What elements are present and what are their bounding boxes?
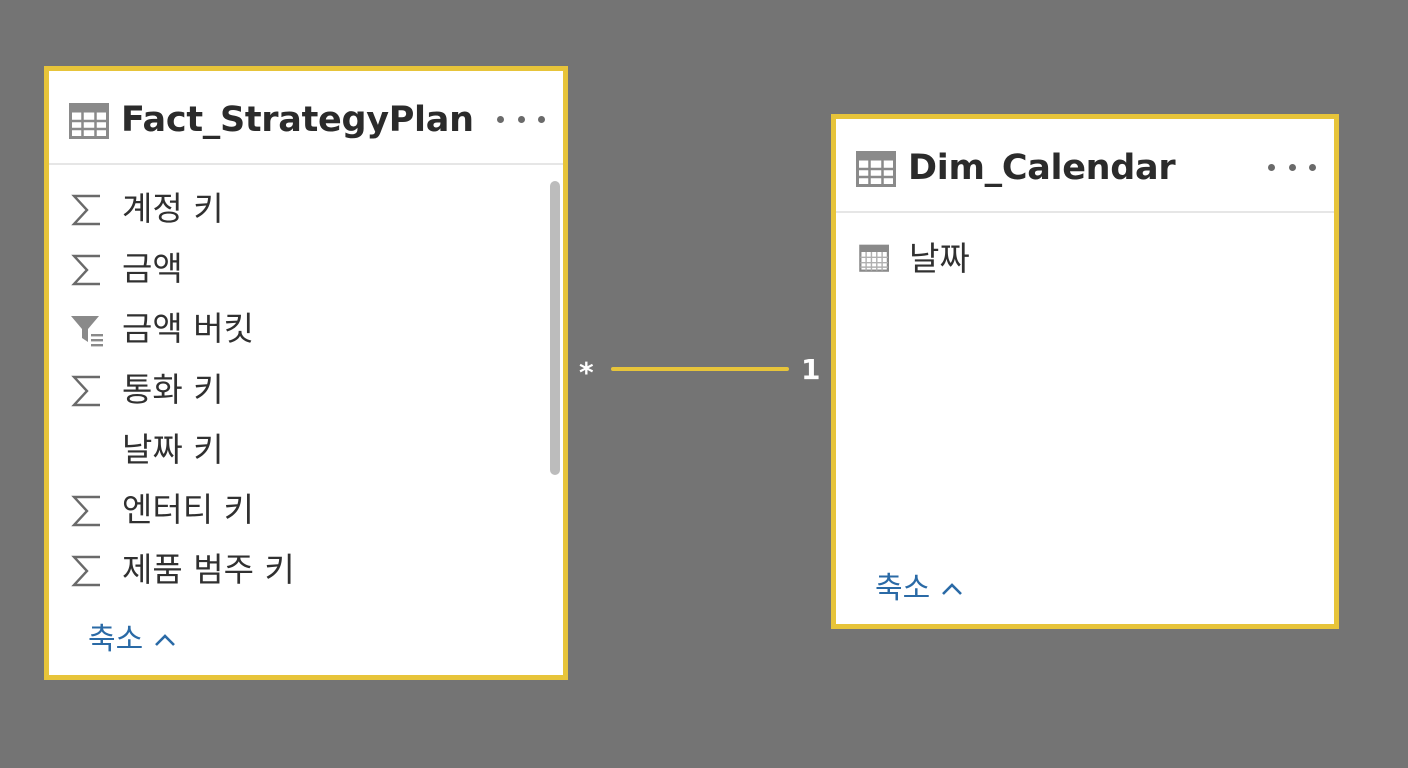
dot-icon: [1309, 163, 1316, 171]
calendar-icon: [859, 244, 889, 272]
more-options-button[interactable]: [497, 107, 545, 131]
sigma-icon: [71, 254, 100, 286]
field-row-currency-key[interactable]: 통화 키: [49, 365, 529, 415]
relationship-cardinality-many: *: [579, 356, 594, 389]
filter-bucket-icon: [71, 316, 103, 347]
relationship-line[interactable]: [611, 367, 789, 371]
collapse-label: 축소: [875, 571, 931, 606]
field-label: 제품 범주 키: [122, 550, 295, 589]
chevron-up-icon: [155, 634, 176, 646]
field-label: 계정 키: [122, 189, 224, 228]
field-label: 금액: [122, 249, 183, 288]
collapse-label: 축소: [88, 622, 144, 657]
dot-icon: [497, 115, 504, 123]
table-card-header[interactable]: Fact_StrategyPlan: [49, 71, 563, 165]
field-label: 날짜 키: [122, 430, 224, 469]
sigma-icon: [71, 555, 100, 587]
field-row-date[interactable]: 날짜: [836, 234, 1316, 284]
field-row-entity-key[interactable]: 엔터티 키: [49, 485, 529, 535]
table-card-dim-calendar[interactable]: Dim_Calendar 날짜 축소: [831, 114, 1339, 629]
dot-icon: [1288, 163, 1296, 171]
dot-icon: [538, 115, 545, 123]
dot-icon: [517, 115, 525, 123]
field-label: 금액 버킷: [122, 309, 254, 348]
chevron-up-icon: [942, 583, 963, 595]
collapse-button[interactable]: 축소: [88, 622, 177, 658]
dot-icon: [1268, 163, 1275, 171]
sigma-icon: [71, 375, 100, 407]
relationship-cardinality-one: 1: [801, 353, 821, 386]
table-title: Fact_StrategyPlan: [121, 100, 474, 140]
field-row-date-key[interactable]: 날짜 키: [49, 425, 529, 475]
table-title: Dim_Calendar: [908, 148, 1176, 188]
field-label: 통화 키: [122, 370, 224, 409]
sigma-icon: [71, 495, 100, 527]
table-icon: [69, 103, 109, 139]
table-card-header[interactable]: Dim_Calendar: [836, 119, 1334, 213]
field-label: 엔터티 키: [122, 490, 254, 529]
field-row-amount-bucket[interactable]: 금액 버킷: [49, 304, 529, 354]
vertical-scrollbar[interactable]: [550, 181, 560, 475]
sigma-icon: [71, 194, 100, 226]
field-row-product-category-key[interactable]: 제품 범주 키: [49, 545, 529, 595]
field-label: 날짜: [909, 239, 970, 278]
field-row-amount[interactable]: 금액: [49, 244, 529, 294]
more-options-button[interactable]: [1268, 155, 1316, 179]
field-row-account-key[interactable]: 계정 키: [49, 184, 529, 234]
table-icon: [856, 151, 896, 187]
collapse-button[interactable]: 축소: [875, 571, 964, 607]
table-card-fact-strategyplan[interactable]: Fact_StrategyPlan 계정 키 금액 금액 버킷 통화 키: [44, 66, 568, 680]
